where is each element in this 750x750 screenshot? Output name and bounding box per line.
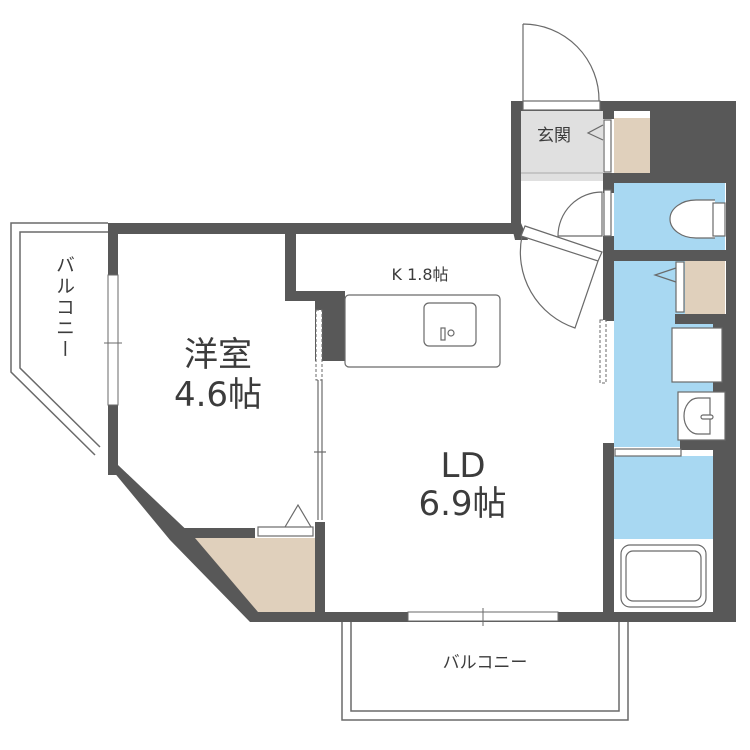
ld-room-name: LD <box>440 446 486 486</box>
doors <box>257 23 685 537</box>
western-room-name: 洋室 <box>184 335 252 375</box>
windows <box>104 274 607 626</box>
balcony-west-label: バルコニー <box>52 255 75 360</box>
shoe-cabinet <box>614 118 650 173</box>
balcony-south-label: バルコニー <box>442 653 528 673</box>
bathroom <box>614 456 713 540</box>
washbasin <box>677 391 726 441</box>
kitchen-counter <box>344 294 501 368</box>
storage-shelf <box>685 261 725 314</box>
bathtub-area <box>614 539 713 613</box>
walls <box>108 101 736 622</box>
entrance-floor <box>521 111 603 181</box>
washing-machine-space <box>671 327 723 383</box>
entrance-label: 玄関 <box>535 126 573 146</box>
balcony-west <box>10 222 108 456</box>
balcony-south <box>341 622 629 721</box>
closet-storage <box>187 538 315 612</box>
kitchen-label: K 1.8帖 <box>391 265 449 284</box>
toilet <box>669 199 726 239</box>
bathtub <box>620 544 707 608</box>
ld-room-size: 6.9帖 <box>418 484 507 524</box>
western-room-size: 4.6帖 <box>173 375 263 415</box>
